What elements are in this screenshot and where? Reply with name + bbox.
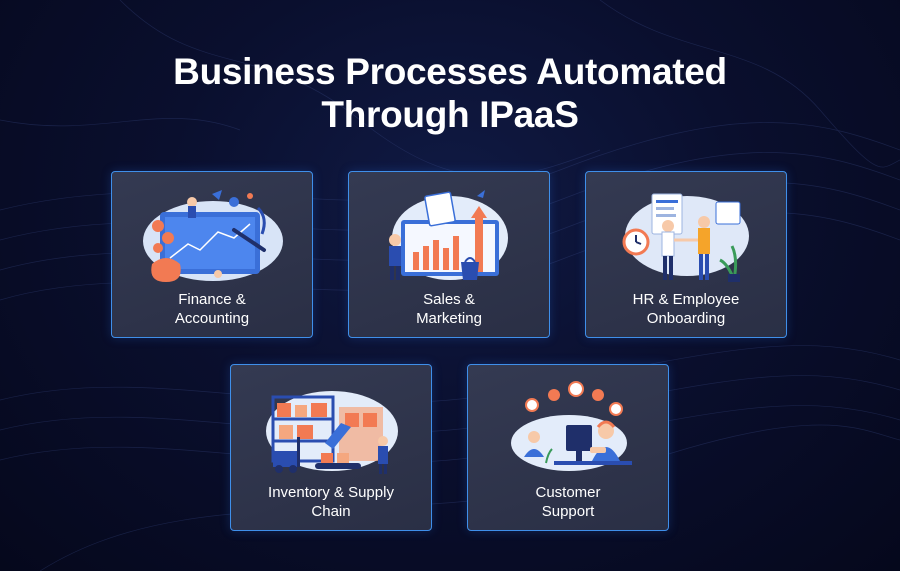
support-agent-illustration-icon	[511, 381, 632, 471]
card-label: Inventory & Supply Chain	[231, 483, 431, 521]
card-hr-onboarding: HR & Employee Onboarding	[585, 171, 787, 338]
card-label-line-2: Chain	[311, 503, 351, 520]
title-line-1: Business Processes Automated	[173, 51, 727, 92]
finance-illustration-icon	[143, 190, 283, 282]
page-title: Business Processes Automated Through IPa…	[0, 50, 900, 136]
warehouse-forklift-illustration-icon	[266, 391, 398, 474]
card-label: Customer Support	[468, 483, 668, 521]
card-finance-accounting: Finance & Accounting	[111, 171, 313, 338]
card-label: Sales & Marketing	[349, 290, 549, 328]
card-sales-marketing: Sales & Marketing	[348, 171, 550, 338]
card-label-line-1: HR & Employee	[632, 291, 740, 308]
card-label: HR & Employee Onboarding	[586, 290, 786, 328]
sales-chart-illustration-icon	[389, 190, 508, 280]
card-label-line-2: Accounting	[174, 310, 250, 327]
card-customer-support: Customer Support	[467, 364, 669, 531]
card-label-line-1: Sales &	[423, 291, 475, 308]
card-label: Finance & Accounting	[112, 290, 312, 328]
card-label-line-1: Inventory & Supply	[268, 484, 394, 501]
title-line-2: Through IPaaS	[321, 94, 579, 135]
card-label-line-2: Support	[541, 503, 595, 520]
card-label-line-1: Customer	[535, 484, 601, 501]
card-inventory-supply-chain: Inventory & Supply Chain	[230, 364, 432, 531]
card-label-line-1: Finance &	[178, 291, 246, 308]
card-label-line-2: Onboarding	[646, 310, 726, 327]
card-label-line-2: Marketing	[416, 310, 482, 327]
hr-handshake-illustration-icon	[622, 193, 749, 282]
